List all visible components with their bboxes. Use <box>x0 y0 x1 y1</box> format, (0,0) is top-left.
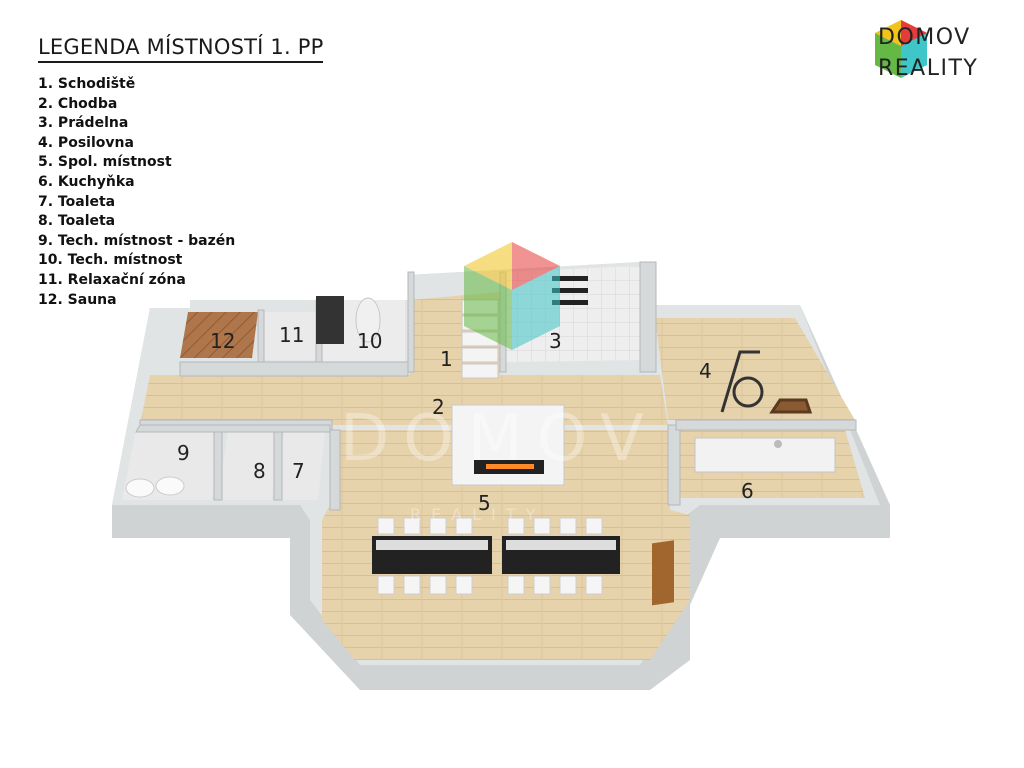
room-number-8: 8 <box>253 459 266 483</box>
room-number-6: 6 <box>741 479 754 503</box>
legend-item: 6. Kuchyňka <box>38 173 135 190</box>
dining-table-right <box>502 536 620 574</box>
walls <box>135 261 857 511</box>
pool-tech-tank2 <box>155 476 185 496</box>
room-number-2: 2 <box>432 395 445 419</box>
room-number-11: 11 <box>279 323 304 347</box>
room-legend: 1. Schodiště 2. Chodba 3. Prádelna 4. Po… <box>38 75 235 310</box>
pool-tech-tank <box>125 478 155 498</box>
room-number-1: 1 <box>440 347 453 371</box>
gym-equipment-icon <box>720 350 813 414</box>
room-gym-floor <box>655 318 855 420</box>
room-toilet8-floor <box>218 430 278 500</box>
room-number-4: 4 <box>699 359 712 383</box>
room-number-12: 12 <box>210 329 235 353</box>
logo-cyan <box>901 33 927 78</box>
room-number-9: 9 <box>177 441 190 465</box>
legend-item: 9. Tech. místnost - bazén <box>38 232 236 249</box>
legend-item: 1. Schodiště <box>38 76 136 92</box>
legend-item: 5. Spol. místnost <box>38 154 172 171</box>
brand-line1: DOMOV <box>878 25 971 50</box>
legend-title: LEGENDA MÍSTNOSTÍ 1. PP <box>38 35 324 63</box>
watermark-logo-icon <box>464 242 560 350</box>
room-toilet7-floor <box>278 430 325 500</box>
room-number-5: 5 <box>478 491 491 515</box>
kitchen-counter <box>694 437 836 473</box>
watermark-text: DOMOV <box>340 402 658 476</box>
tech-tank <box>355 297 381 343</box>
brand-name: DOMOV REALITY <box>878 22 978 84</box>
brand-logo-icon <box>875 20 927 78</box>
legend-item: 12. Sauna <box>38 291 117 308</box>
room-number-10: 10 <box>357 329 382 353</box>
legend-item: 11. Relaxační zóna <box>38 271 186 288</box>
room-relax-floor <box>256 312 318 360</box>
legend-item: 2. Chodba <box>38 95 118 112</box>
room-number-7: 7 <box>292 459 305 483</box>
room-sauna-floor <box>180 312 258 358</box>
legend-item: 8. Toaleta <box>38 213 116 230</box>
legend-item: 7. Toaleta <box>38 193 116 210</box>
logo-green <box>875 33 901 78</box>
brand-line2: REALITY <box>878 56 979 81</box>
legend-item: 4. Posilovna <box>38 134 134 151</box>
laundry-shelves <box>552 276 588 305</box>
dining-chairs <box>377 517 603 595</box>
watermark-sub: REALITY <box>410 505 545 524</box>
room-number-3: 3 <box>549 329 562 353</box>
legend-item: 3. Prádelna <box>38 115 129 132</box>
dining-table-left <box>372 536 492 574</box>
legend-item: 10. Tech. místnost <box>38 252 183 269</box>
tech-boiler <box>316 296 344 344</box>
fire-flame <box>486 464 534 469</box>
sink-icon <box>774 440 782 448</box>
sideboard <box>652 540 674 606</box>
